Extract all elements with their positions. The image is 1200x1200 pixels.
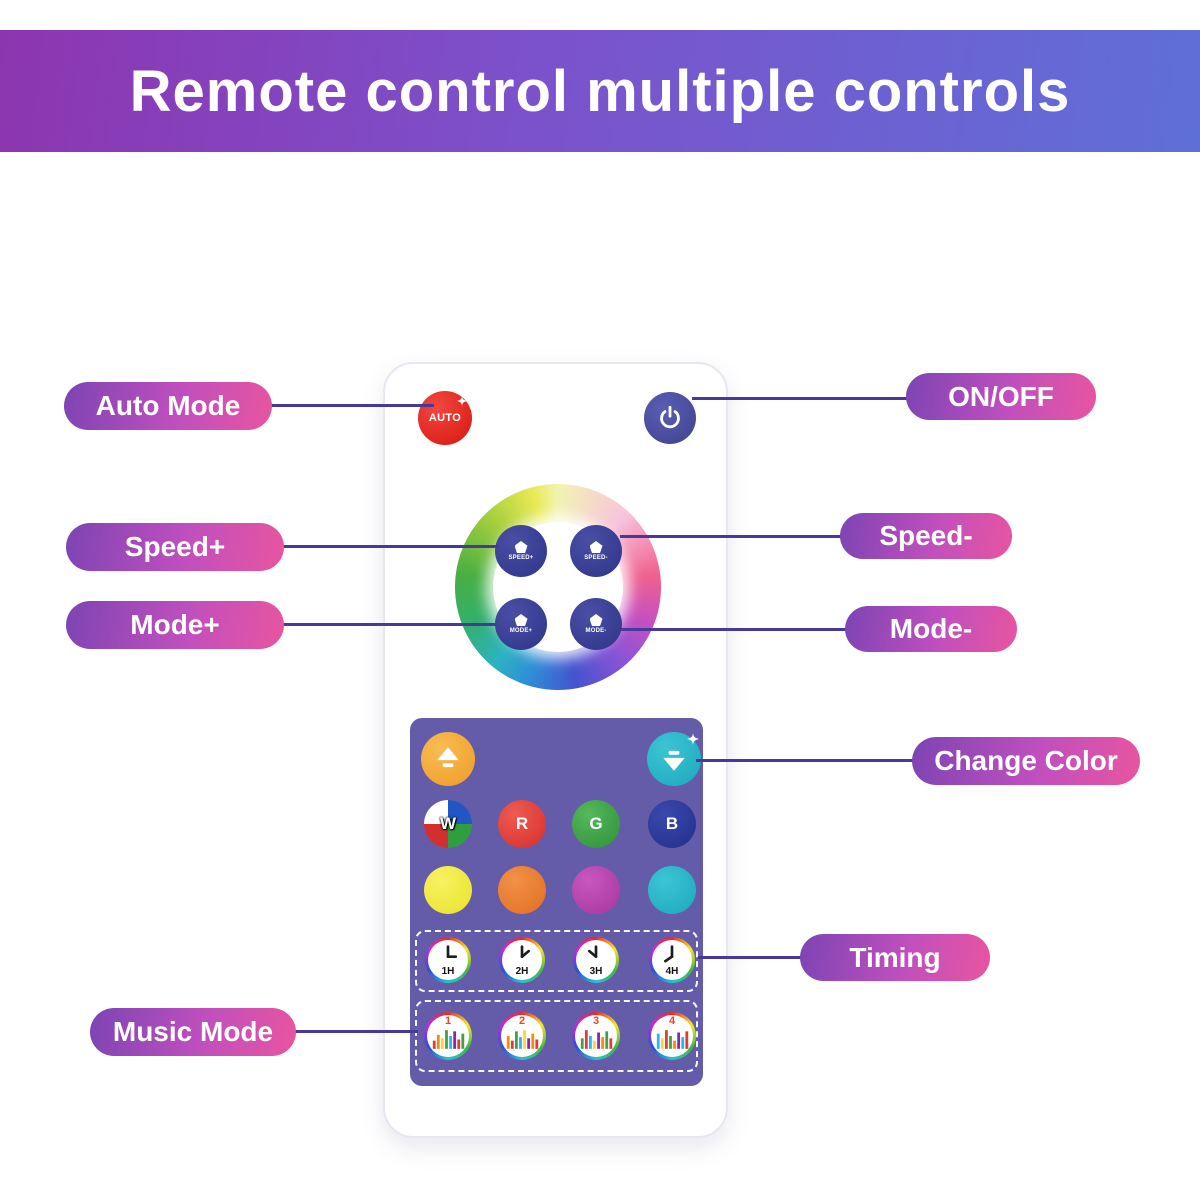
callout-on-off-label: ON/OFF [948, 380, 1054, 412]
orange-color-button[interactable] [498, 866, 546, 914]
music-mode-1-button[interactable]: 1 [424, 1012, 472, 1060]
timing-group: 1H 2H [415, 930, 698, 992]
callout-mode-plus: Mode+ [66, 601, 284, 649]
connector-timing [698, 956, 802, 959]
equalizer-icon: 4 [651, 1015, 693, 1057]
remote-control: AUTO SPEED+ SPEED- MODE+ MODE- [383, 362, 728, 1138]
white-button-label: W [439, 814, 457, 833]
music-mode-3-button[interactable]: 3 [572, 1012, 620, 1060]
equalizer-icon: 1 [427, 1015, 469, 1057]
callout-music-mode: Music Mode [90, 1008, 296, 1056]
equalizer-icon: 3 [575, 1015, 617, 1057]
connector-music-mode [294, 1030, 418, 1033]
callout-speed-minus-label: Speed- [879, 520, 973, 551]
connector-speed-plus [280, 545, 498, 548]
callout-speed-plus-label: Speed+ [124, 531, 226, 562]
green-color-button[interactable]: G [572, 800, 620, 848]
equalizer-icon: 2 [501, 1015, 543, 1057]
timer-2h-label: 2H [515, 966, 529, 977]
speed-plus-button-label: SPEED+ [508, 555, 534, 561]
mode-minus-button-label: MODE- [585, 628, 607, 634]
pentagon-icon [514, 541, 528, 553]
callout-mode-minus-label: Mode- [889, 613, 973, 644]
clock-icon: 1H [428, 940, 468, 980]
callout-mode-minus: Mode- [845, 606, 1017, 652]
speed-plus-button[interactable]: SPEED+ [495, 525, 547, 577]
timer-3h-label: 3H [589, 966, 603, 977]
sun-sparkle-icon [687, 733, 699, 745]
timer-3h-button[interactable]: 3H [573, 937, 619, 983]
callout-change-color: Change Color [912, 737, 1140, 785]
speed-minus-button[interactable]: SPEED- [570, 525, 622, 577]
magenta-color-button[interactable] [572, 866, 620, 914]
callout-mode-plus-label: Mode+ [130, 609, 220, 640]
down-arrow-icon [663, 750, 685, 771]
timer-1h-button[interactable]: 1H [425, 937, 471, 983]
button-panel: W R G B [410, 718, 703, 1086]
music-3-label: 3 [592, 1015, 600, 1027]
pentagon-icon [514, 614, 528, 626]
music-group: 1 2 [415, 1000, 698, 1072]
green-button-label: G [589, 814, 603, 833]
callout-change-color-label: Change Color [934, 745, 1118, 776]
clock-icon: 4H [652, 940, 692, 980]
callout-on-off: ON/OFF [906, 373, 1096, 420]
blue-button-label: B [665, 814, 679, 833]
auto-mode-button[interactable]: AUTO [418, 391, 472, 445]
brightness-down-button[interactable] [647, 732, 701, 786]
clock-icon: 3H [576, 940, 616, 980]
mode-plus-button[interactable]: MODE+ [495, 598, 547, 650]
yellow-color-button[interactable] [424, 866, 472, 914]
mode-plus-button-label: MODE+ [509, 628, 533, 634]
connector-mode-minus [620, 628, 847, 631]
callout-auto-mode: Auto Mode [64, 382, 272, 430]
callout-auto-mode-label: Auto Mode [95, 390, 241, 421]
timer-4h-button[interactable]: 4H [649, 937, 695, 983]
timer-2h-button[interactable]: 2H [499, 937, 545, 983]
connector-mode-plus [280, 623, 496, 626]
callout-speed-minus: Speed- [840, 513, 1012, 559]
pentagon-icon [589, 614, 603, 626]
auto-button-label: AUTO [428, 412, 462, 424]
clock-icon: 2H [502, 940, 542, 980]
color-wheel[interactable] [455, 484, 661, 690]
connector-auto-mode [268, 404, 434, 407]
power-icon [660, 405, 680, 429]
white-color-button[interactable]: W [424, 800, 472, 848]
red-button-label: R [515, 814, 529, 833]
brightness-up-button[interactable] [421, 732, 475, 786]
red-color-button[interactable]: R [498, 800, 546, 848]
callout-timing: Timing [800, 934, 990, 981]
blue-color-button[interactable]: B [648, 800, 696, 848]
timer-1h-label: 1H [441, 966, 455, 977]
up-arrow-icon [437, 747, 459, 768]
music-1-label: 1 [444, 1015, 452, 1027]
page-title: Remote control multiple controls [129, 58, 1071, 124]
mode-minus-button[interactable]: MODE- [570, 598, 622, 650]
callout-music-mode-label: Music Mode [112, 1016, 274, 1047]
music-4-label: 4 [668, 1015, 676, 1027]
music-2-label: 2 [518, 1015, 526, 1027]
header-banner: Remote control multiple controls [0, 30, 1200, 152]
connector-on-off [692, 397, 908, 400]
sparkle-icon [457, 396, 467, 406]
pentagon-icon [589, 541, 603, 553]
music-mode-2-button[interactable]: 2 [498, 1012, 546, 1060]
connector-change-color [696, 759, 914, 762]
connector-speed-minus [620, 535, 842, 538]
music-mode-4-button[interactable]: 4 [648, 1012, 696, 1060]
teal-color-button[interactable] [648, 866, 696, 914]
speed-minus-button-label: SPEED- [584, 555, 608, 561]
timer-4h-label: 4H [665, 966, 679, 977]
callout-timing-label: Timing [849, 941, 941, 973]
callout-speed-plus: Speed+ [66, 523, 284, 571]
power-button[interactable] [644, 392, 696, 444]
